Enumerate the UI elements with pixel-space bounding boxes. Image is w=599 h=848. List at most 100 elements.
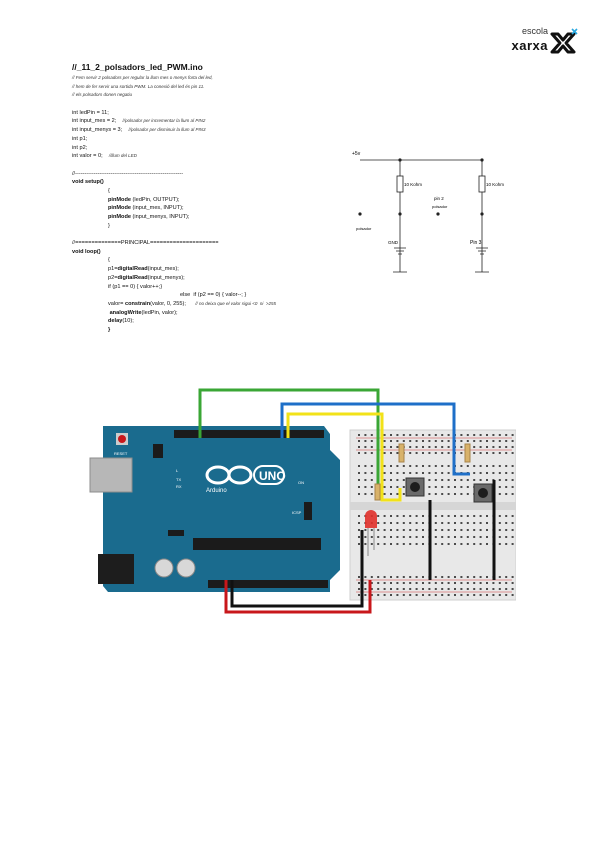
breadboard-hole [460,594,463,596]
breadboard-hole [370,594,373,596]
breadboard-hole [511,479,514,481]
breadboard-hole [358,434,360,436]
breadboard-hole [441,515,444,517]
pin-label: pin 2 [434,196,444,201]
breadboard-hole [441,440,444,442]
breadboard-hole [441,452,444,454]
breadboard-hole [479,594,482,596]
breadboard-hole [434,446,437,448]
breadboard-hole [434,486,437,488]
breadboard-hole [460,529,463,531]
blue-wire [280,402,470,476]
resistor [398,443,405,463]
breadboard-hole [358,446,360,448]
breadboard-hole [498,588,501,590]
breadboard-hole [396,434,399,436]
breadboard-hole [402,465,405,467]
breadboard-hole [486,543,488,545]
breadboard-hole [486,515,488,517]
breadboard-hole [358,522,360,524]
logo-top-text: escola [521,26,548,36]
breadboard-hole [492,446,495,448]
breadboard-hole [441,486,444,488]
breadboard-hole [511,446,514,448]
breadboard-hole [486,594,488,596]
breadboard-hole [415,588,418,590]
code-listing: //_11_2_polsadors_led_PWM.ino // Fem ser… [72,62,312,335]
breadboard-hole [415,576,418,578]
breadboard-hole [383,446,386,448]
breadboard-hole [422,446,424,448]
yellow-wire [286,412,402,502]
breadboard-hole [460,576,463,578]
breadboard-hole [441,529,444,531]
breadboard-hole [492,582,495,584]
breadboard-hole [409,594,412,596]
breadboard-hole [415,434,418,436]
breadboard-hole [434,576,437,578]
reset-label: RESET [114,451,128,456]
breadboard-hole [383,479,386,481]
breadboard-hole [390,434,392,436]
breadboard-hole [454,493,456,495]
breadboard-hole [434,522,437,524]
breadboard-hole [466,582,469,584]
breadboard-hole [486,582,488,584]
breadboard-hole [428,472,431,474]
breadboard-hole [447,486,450,488]
breadboard-hole [498,543,501,545]
breadboard-hole [390,465,392,467]
breadboard-hole [383,472,386,474]
breadboard-hole [454,529,456,531]
breadboard-hole [383,465,386,467]
breadboard-hole [486,434,488,436]
breadboard-hole [358,440,360,442]
breadboard-hole [364,582,367,584]
breadboard-hole [390,594,392,596]
breadboard-hole [498,465,501,467]
breadboard-hole [473,536,476,538]
breadboard-hole [396,452,399,454]
breadboard-hole [473,522,476,524]
breadboard-hole [447,522,450,524]
breadboard-hole [473,515,476,517]
breadboard-hole [505,515,508,517]
breadboard-hole [383,588,386,590]
breadboard-hole [409,472,412,474]
breadboard-hole [479,472,482,474]
breadboard-hole [402,536,405,538]
breadboard-hole [383,529,386,531]
breadboard-hole [447,594,450,596]
breadboard-hole [479,522,482,524]
breadboard-hole [364,588,367,590]
breadboard-hole [415,582,418,584]
breadboard-hole [466,440,469,442]
breadboard-hole [358,486,360,488]
breadboard-hole [498,440,501,442]
breadboard-hole [479,536,482,538]
breadboard-hole [377,582,380,584]
code-line: int p2; [72,144,88,151]
code-comment: // hem de fer servir una sortida PWM. La… [72,83,205,89]
breadboard-hole [390,576,392,578]
breadboard-hole [454,515,456,517]
code-line: int p1; [72,135,88,142]
breadboard-hole [396,543,399,545]
breadboard-hole [396,465,399,467]
breadboard-hole [505,446,508,448]
breadboard-hole [479,452,482,454]
breadboard-hole [390,515,392,517]
breadboard-hole [441,536,444,538]
breadboard-hole [364,446,367,448]
breadboard-hole [473,543,476,545]
breadboard-hole [505,594,508,596]
tx-label: TX [176,477,181,482]
breadboard-hole [447,472,450,474]
breadboard-hole [409,452,412,454]
escola-xarxa-logo: escola xarxa [498,24,578,60]
breadboard-hole [396,472,399,474]
breadboard-hole [396,486,399,488]
breadboard-hole [460,522,463,524]
breadboard-hole [505,522,508,524]
breadboard-hole [434,452,437,454]
